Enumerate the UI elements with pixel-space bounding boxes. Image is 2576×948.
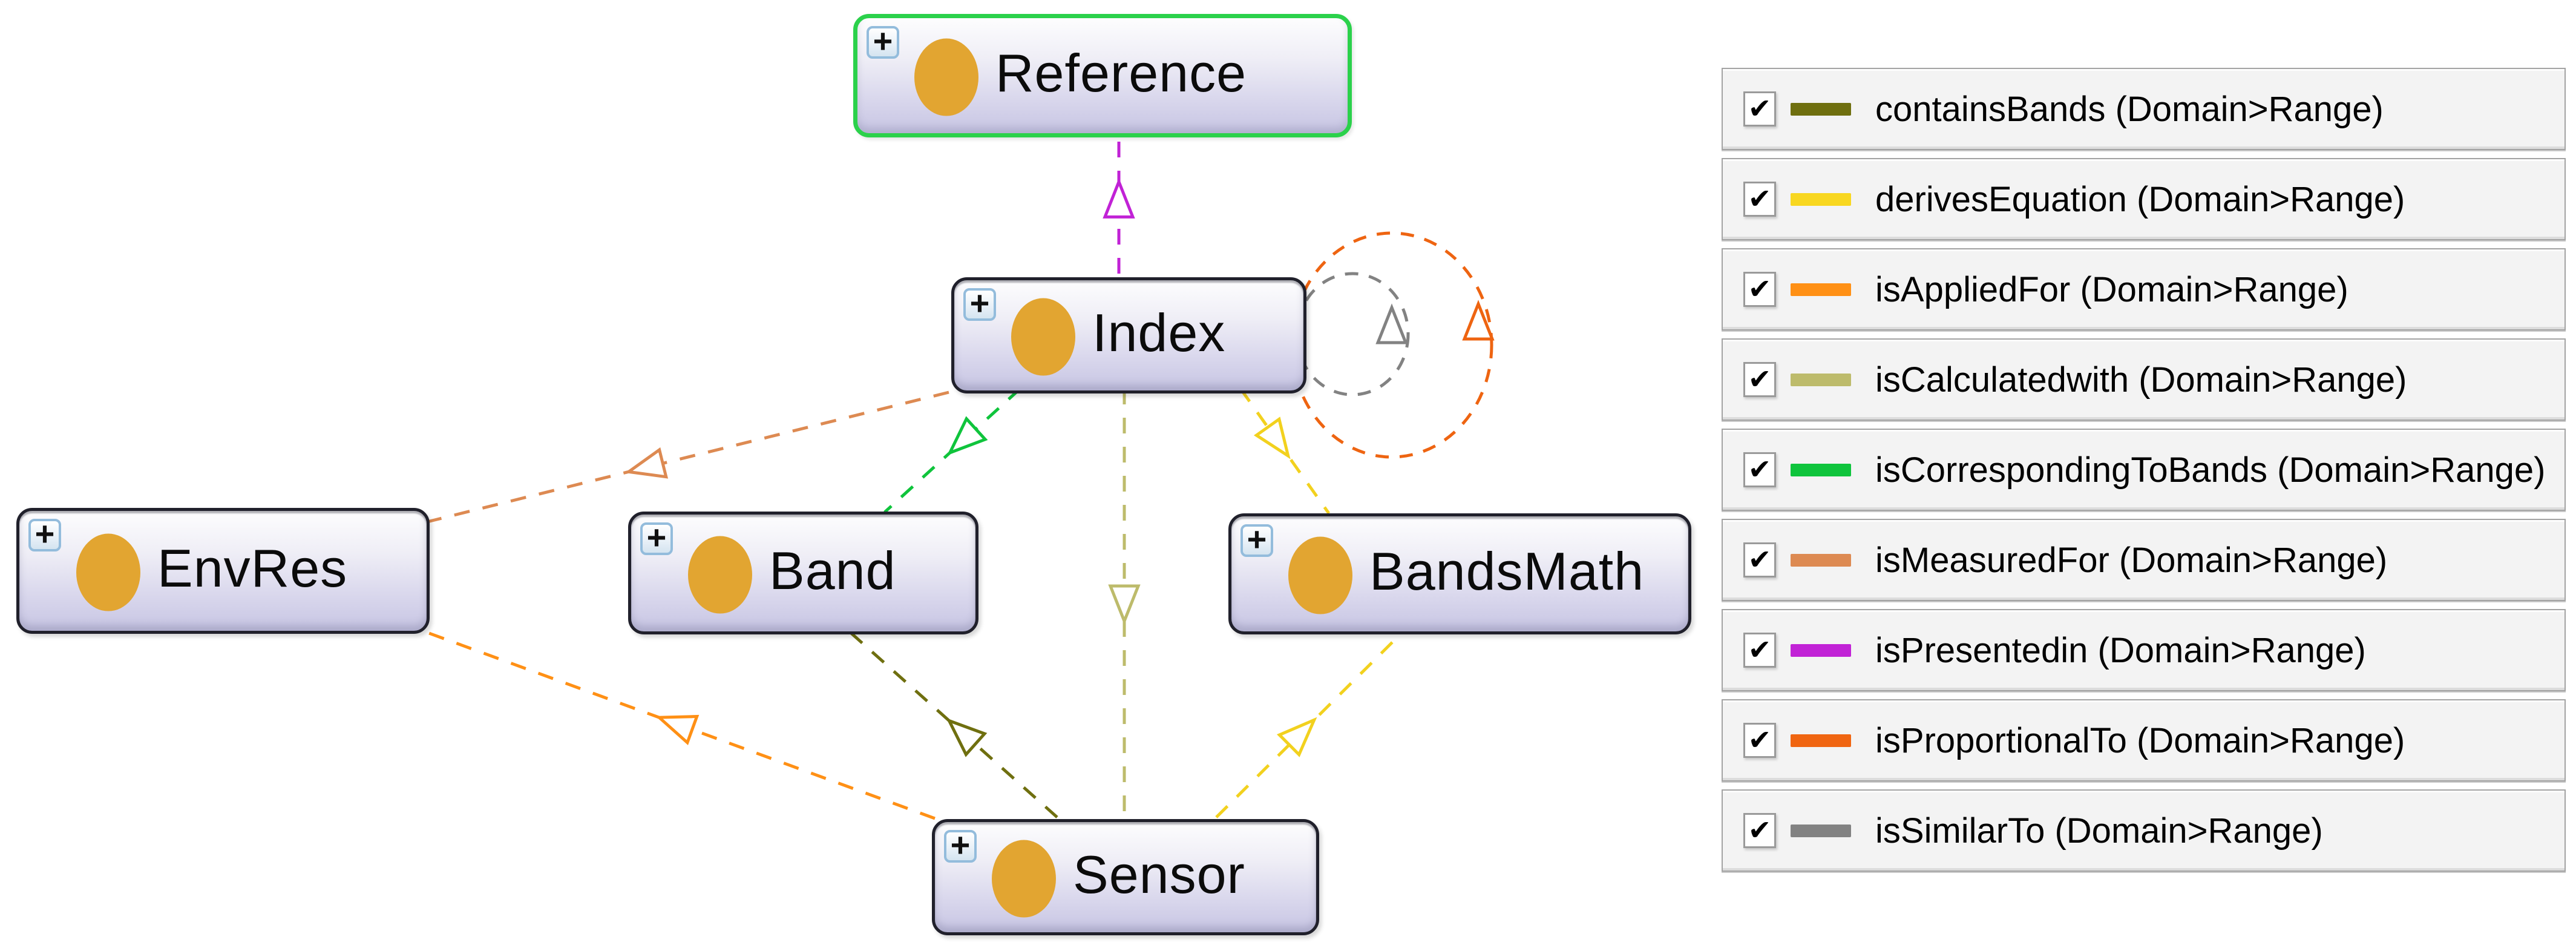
- legend-checkbox[interactable]: ✔: [1743, 452, 1776, 487]
- legend-color-swatch: [1791, 463, 1851, 476]
- check-icon: ✔: [1748, 724, 1772, 755]
- edge-arrowhead-icon: [1103, 177, 1135, 219]
- plus-icon: +: [646, 518, 667, 556]
- class-circle-icon: [914, 38, 978, 116]
- expand-plus-button[interactable]: +: [1240, 519, 1273, 558]
- node-bandsmath[interactable]: + BandsMath: [1228, 513, 1691, 634]
- edge-arrowhead-icon: [655, 714, 700, 746]
- check-icon: ✔: [1748, 93, 1772, 124]
- legend-checkbox[interactable]: ✔: [1743, 813, 1776, 848]
- legend-label: isProportionalTo (Domain>Range): [1875, 720, 2405, 760]
- legend-label: isSimilarTo (Domain>Range): [1875, 811, 2323, 851]
- class-node-label: BandsMath: [1369, 541, 1645, 601]
- node-reference[interactable]: + Reference: [853, 14, 1352, 137]
- node-envres[interactable]: + EnvRes: [16, 508, 430, 634]
- check-icon: ✔: [1748, 363, 1772, 395]
- class-circle-icon: [992, 840, 1056, 918]
- class-node-label: Reference: [995, 42, 1247, 103]
- check-icon: ✔: [1748, 183, 1772, 214]
- edge-isPresentedin: [1103, 132, 1135, 274]
- class-circle-icon: [76, 533, 140, 611]
- edge-arrowhead-icon: [624, 447, 669, 479]
- check-icon: ✔: [1748, 453, 1772, 485]
- class-node-label: Sensor: [1073, 844, 1245, 904]
- class-node-label: EnvRes: [157, 538, 348, 598]
- legend-row-derivesEquation: ✔ derivesEquation (Domain>Range): [1722, 158, 2566, 240]
- legend-label: isAppliedFor (Domain>Range): [1875, 269, 2348, 309]
- class-circle-icon: [1011, 298, 1075, 376]
- class-circle-icon: [1288, 536, 1352, 614]
- legend-checkbox[interactable]: ✔: [1743, 272, 1776, 307]
- legend-row-containsBands: ✔ containsBands (Domain>Range): [1722, 68, 2566, 150]
- check-icon: ✔: [1748, 273, 1772, 304]
- check-icon: ✔: [1748, 814, 1772, 846]
- legend-row-isCorrespondingToBands: ✔ isCorrespondingToBands (Domain>Range): [1722, 429, 2566, 511]
- legend-color-swatch: [1791, 283, 1851, 296]
- edge-arrowhead-icon: [946, 416, 988, 456]
- node-sensor[interactable]: + Sensor: [932, 819, 1319, 935]
- legend-color-swatch: [1791, 824, 1851, 837]
- class-node-label: Band: [769, 540, 896, 601]
- edge-isCalculatedwith: [1108, 389, 1141, 817]
- legend-checkbox[interactable]: ✔: [1743, 362, 1776, 397]
- legend-checkbox[interactable]: ✔: [1743, 633, 1776, 668]
- edge-derivesEquation: [1239, 387, 1331, 515]
- legend-label: isPresentedin (Domain>Range): [1875, 630, 2366, 670]
- legend-color-swatch: [1791, 193, 1851, 206]
- legend-row-isSimilarTo: ✔ isSimilarTo (Domain>Range): [1722, 789, 2566, 872]
- legend-row-isProportionalTo: ✔ isProportionalTo (Domain>Range): [1722, 699, 2566, 782]
- legend-row-isAppliedFor: ✔ isAppliedFor (Domain>Range): [1722, 248, 2566, 331]
- plus-icon: +: [1247, 519, 1267, 558]
- edge-containsBands: [846, 628, 1058, 818]
- class-node-label: Index: [1092, 302, 1226, 363]
- legend-row-isCalculatedwith: ✔ isCalculatedwith (Domain>Range): [1722, 338, 2566, 421]
- edge-isCorrespondingToBands: [883, 387, 1021, 513]
- edge-derivesEquation: [1215, 628, 1406, 818]
- expand-plus-button[interactable]: +: [640, 518, 673, 556]
- plus-icon: +: [950, 825, 971, 864]
- plus-icon: +: [34, 514, 55, 553]
- legend-checkbox[interactable]: ✔: [1743, 542, 1776, 578]
- legend-label: containsBands (Domain>Range): [1875, 89, 2384, 129]
- legend-color-swatch: [1791, 373, 1851, 386]
- edge-isMeasuredFor: [427, 390, 949, 524]
- node-index[interactable]: + Index: [951, 277, 1306, 393]
- legend-checkbox[interactable]: ✔: [1743, 182, 1776, 217]
- legend-row-isMeasuredFor: ✔ isMeasuredFor (Domain>Range): [1722, 519, 2566, 601]
- legend-checkbox[interactable]: ✔: [1743, 91, 1776, 127]
- class-circle-icon: [688, 536, 752, 614]
- legend-checkbox[interactable]: ✔: [1743, 723, 1776, 758]
- expand-plus-button[interactable]: +: [963, 283, 996, 322]
- edge-arrowhead-icon: [1108, 584, 1141, 625]
- plus-icon: +: [969, 283, 990, 322]
- plus-icon: +: [873, 21, 893, 60]
- expand-plus-button[interactable]: +: [944, 825, 977, 864]
- edge-isAppliedFor: [417, 627, 936, 820]
- edge-arrowhead-icon: [1375, 303, 1408, 344]
- check-icon: ✔: [1748, 544, 1772, 575]
- legend-label: derivesEquation (Domain>Range): [1875, 179, 2405, 219]
- self-loop-isSimilarTo: [1295, 272, 1410, 397]
- legend-color-swatch: [1791, 102, 1851, 116]
- expand-plus-button[interactable]: +: [867, 21, 899, 60]
- expand-plus-button[interactable]: +: [28, 514, 61, 553]
- self-loop-isProportionalTo: [1290, 231, 1495, 459]
- legend-label: isMeasuredFor (Domain>Range): [1875, 540, 2388, 580]
- legend-row-isPresentedin: ✔ isPresentedin (Domain>Range): [1722, 609, 2566, 691]
- legend-label: isCorrespondingToBands (Domain>Range): [1875, 450, 2546, 490]
- edge-arrowhead-icon: [1462, 300, 1495, 341]
- check-icon: ✔: [1748, 634, 1772, 665]
- legend-label: isCalculatedwith (Domain>Range): [1875, 360, 2407, 400]
- edge-arrowhead-icon: [1276, 717, 1317, 757]
- legend-color-swatch: [1791, 644, 1851, 657]
- edge-arrowhead-icon: [1253, 416, 1291, 459]
- node-band[interactable]: + Band: [628, 512, 978, 634]
- legend-color-swatch: [1791, 734, 1851, 747]
- legend-color-swatch: [1791, 553, 1851, 567]
- edge-arrowhead-icon: [946, 717, 988, 757]
